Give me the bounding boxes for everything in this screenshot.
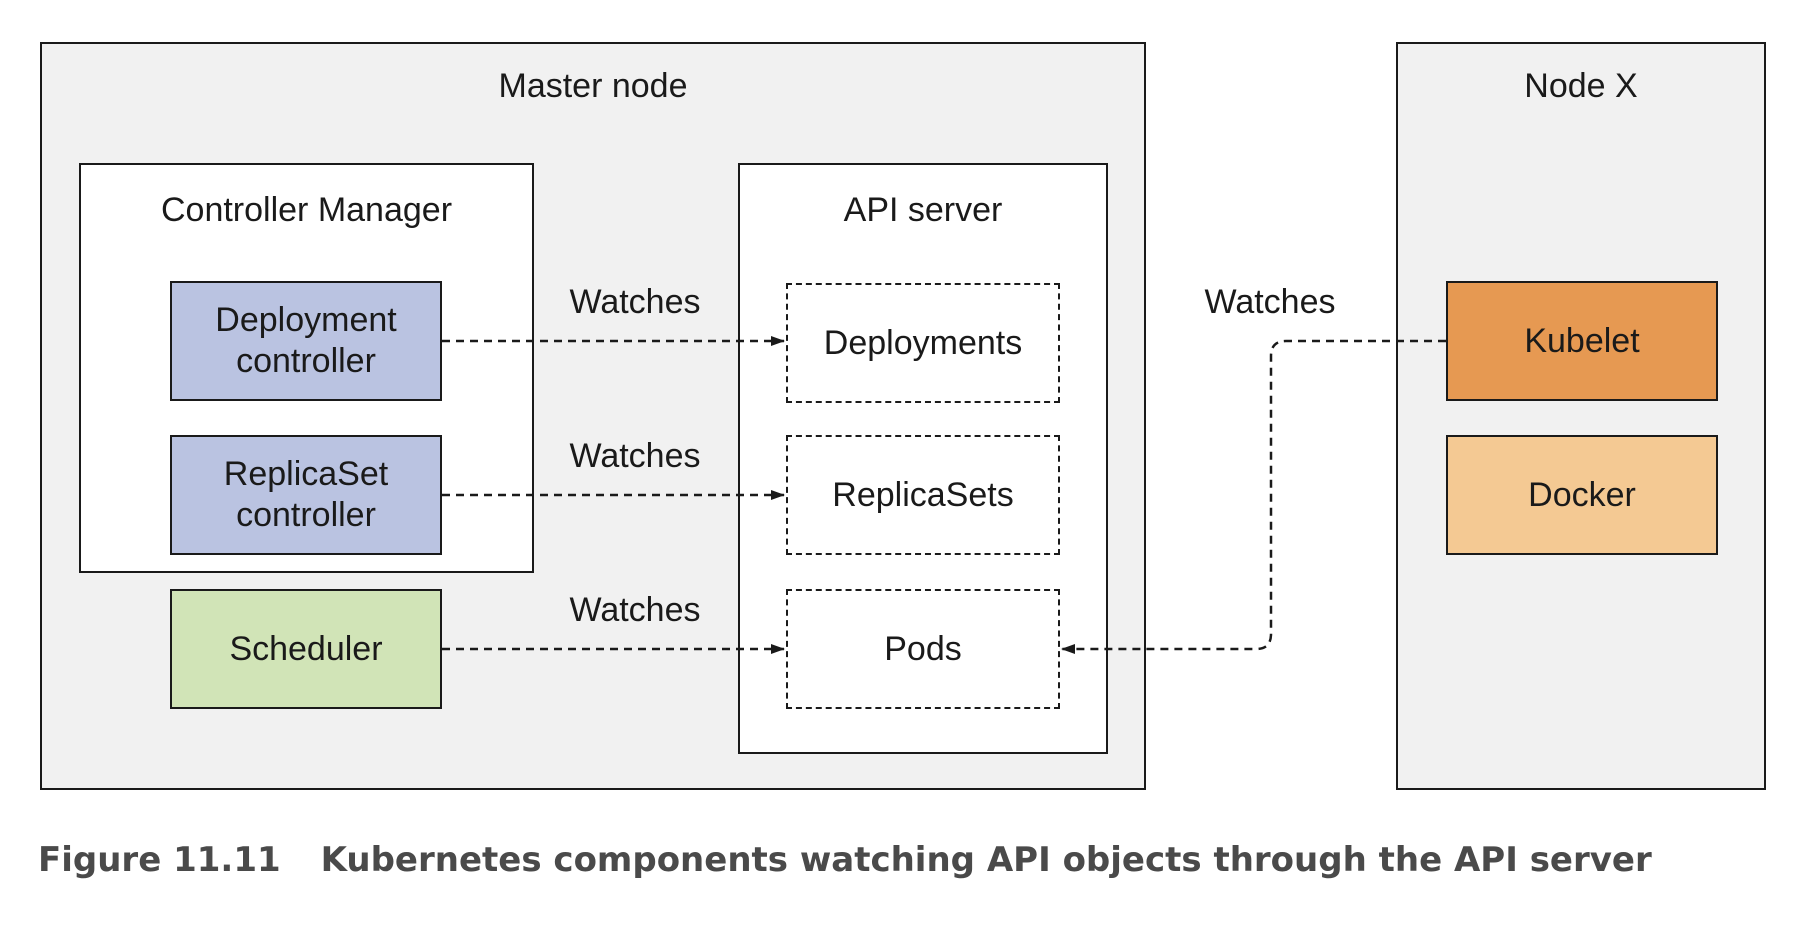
- node-x-box: [1396, 42, 1766, 790]
- scheduler-box: Scheduler: [170, 589, 442, 709]
- watches-label-deployments: Watches: [569, 283, 701, 321]
- replicasets-resource: ReplicaSets: [786, 435, 1060, 555]
- deployments-resource: Deployments: [786, 283, 1060, 403]
- node-x-title: Node X: [1524, 67, 1638, 105]
- figure-caption-text: Kubernetes components watching API objec…: [320, 840, 1652, 880]
- api-server-title: API server: [843, 191, 1003, 229]
- deployment-controller-line2: controller: [236, 342, 376, 380]
- replicaset-controller-line2: controller: [236, 496, 376, 534]
- master-node-title: Master node: [498, 67, 688, 105]
- deployment-controller-box: Deployment controller: [170, 281, 442, 401]
- watches-label-replicasets: Watches: [569, 437, 701, 475]
- pods-resource: Pods: [786, 589, 1060, 709]
- figure-caption: Figure 11.11 Kubernetes components watchi…: [38, 840, 1652, 880]
- deployment-controller-line1: Deployment: [215, 301, 397, 340]
- watches-label-pods: Watches: [569, 591, 701, 629]
- controller-manager-title: Controller Manager: [160, 191, 453, 229]
- replicaset-controller-box: ReplicaSet controller: [170, 435, 442, 555]
- watches-label-kubelet: Watches: [1204, 283, 1336, 321]
- kubelet-box: Kubelet: [1446, 281, 1718, 401]
- figure-number: Figure 11.11: [38, 840, 281, 880]
- docker-box: Docker: [1446, 435, 1718, 555]
- replicaset-controller-line1: ReplicaSet: [223, 455, 389, 494]
